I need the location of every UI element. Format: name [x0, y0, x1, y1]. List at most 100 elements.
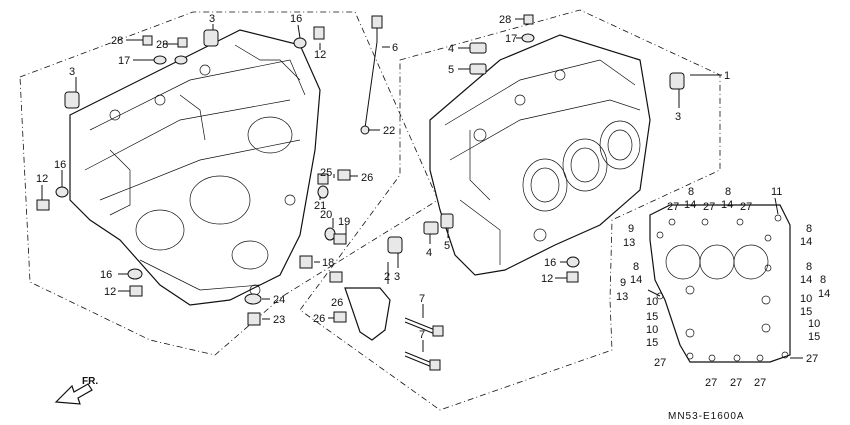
callout-28: 28 [111, 35, 123, 47]
callout-15-secondary: 15 [808, 331, 820, 343]
washer-16a [55, 186, 69, 198]
callout-27: 27 [740, 201, 752, 213]
callout-19: 19 [338, 216, 350, 228]
callout-10: 10 [646, 324, 658, 336]
callout-10: 10 [800, 293, 812, 305]
pin-25 [317, 173, 329, 185]
pin-19 [333, 233, 347, 245]
callout-8: 8 [633, 261, 639, 273]
bolt-7a [404, 317, 444, 337]
washer-16c [127, 268, 143, 280]
ring-21 [317, 185, 329, 199]
dowel-3c [387, 236, 403, 254]
bolt-12d [566, 271, 579, 283]
callout-16: 16 [54, 159, 66, 171]
dowel-3d [669, 72, 685, 90]
callout-14: 14 [818, 288, 830, 300]
washer-16b [293, 37, 307, 49]
callout-12: 12 [104, 286, 116, 298]
callout-28: 28 [499, 14, 511, 26]
callout-21: 21 [314, 200, 326, 212]
callout-26: 26 [313, 313, 325, 325]
diagram-code: MN53-E1600A [668, 411, 745, 422]
callout-24: 24 [273, 294, 285, 306]
callout-26: 26 [361, 172, 373, 184]
washer-16d [566, 256, 580, 268]
callout-3: 3 [675, 111, 681, 123]
callout-10: 10 [646, 296, 658, 308]
callout-13: 13 [616, 291, 628, 303]
bolt-28a [142, 35, 153, 46]
callout-14: 14 [800, 274, 812, 286]
callout-1: 1 [724, 70, 730, 82]
bracket-2 [344, 287, 391, 341]
callout-14: 14 [800, 236, 812, 248]
bolt-12a [36, 199, 50, 211]
callout-10-secondary: 10 [808, 318, 820, 330]
callout-5: 5 [448, 64, 454, 76]
washer-24 [244, 293, 262, 305]
dipstick [360, 15, 383, 135]
callout-14: 14 [630, 274, 642, 286]
callout-3: 3 [394, 271, 400, 283]
callout-14: 14 [684, 199, 696, 211]
callout-3: 3 [209, 13, 215, 25]
callout-16: 16 [544, 257, 556, 269]
callout-13: 13 [623, 237, 635, 249]
callout-17: 17 [118, 55, 130, 67]
washer-17a [153, 55, 167, 65]
bolt-28c [523, 14, 534, 25]
bolt-12c [129, 285, 143, 297]
callout-27: 27 [667, 201, 679, 213]
crankcase-gasket [649, 204, 791, 363]
callout-16: 16 [290, 13, 302, 25]
bolt-28b [177, 37, 188, 48]
pin-26c [333, 311, 347, 323]
left-case-boundary [19, 11, 439, 356]
dowel-3b [203, 29, 219, 47]
callout-8: 8 [806, 223, 812, 235]
callout-4: 4 [448, 43, 454, 55]
callout-15: 15 [646, 337, 658, 349]
callout-22: 22 [383, 125, 395, 137]
callout-26: 26 [331, 297, 343, 309]
dowel-3a [64, 91, 80, 109]
bolt-7b [404, 351, 441, 371]
callout-27: 27 [703, 201, 715, 213]
callout-27: 27 [654, 357, 666, 369]
bolt-23 [247, 312, 261, 326]
right-case-boundary [299, 9, 721, 411]
bearing-4b [423, 221, 439, 235]
front-direction-arrow: FR. [54, 376, 98, 405]
callout-5: 5 [444, 240, 450, 252]
bearing-5b [440, 213, 454, 229]
callout-17: 17 [505, 33, 517, 45]
callout-3: 3 [69, 66, 75, 78]
callout-12: 12 [314, 49, 326, 61]
callout-27: 27 [730, 377, 742, 389]
pin-26b [329, 271, 343, 283]
callout-27: 27 [705, 377, 717, 389]
pin-18 [299, 255, 313, 269]
washer-17b [174, 55, 188, 65]
callout-27: 27 [806, 353, 818, 365]
callout-16: 16 [100, 269, 112, 281]
bolt-12b [313, 26, 325, 40]
left-crankcase [69, 29, 321, 306]
callout-6: 6 [392, 42, 398, 54]
callout-8: 8 [820, 274, 826, 286]
callout-11: 11 [771, 186, 782, 198]
callout-2: 2 [384, 271, 390, 283]
callout-labels: 3 16 12 28 28 17 3 16 12 6 22 2 5 26 21 2… [36, 13, 830, 389]
callout-4: 4 [426, 247, 432, 259]
leader-lines [41, 18, 803, 359]
callout-15: 15 [646, 311, 658, 323]
callout-8: 8 [806, 261, 812, 273]
callout-27: 27 [754, 377, 766, 389]
callout-23: 23 [273, 314, 285, 326]
washer-17c [521, 33, 535, 43]
callout-8: 8 [688, 186, 694, 198]
callout-12: 12 [36, 173, 48, 185]
